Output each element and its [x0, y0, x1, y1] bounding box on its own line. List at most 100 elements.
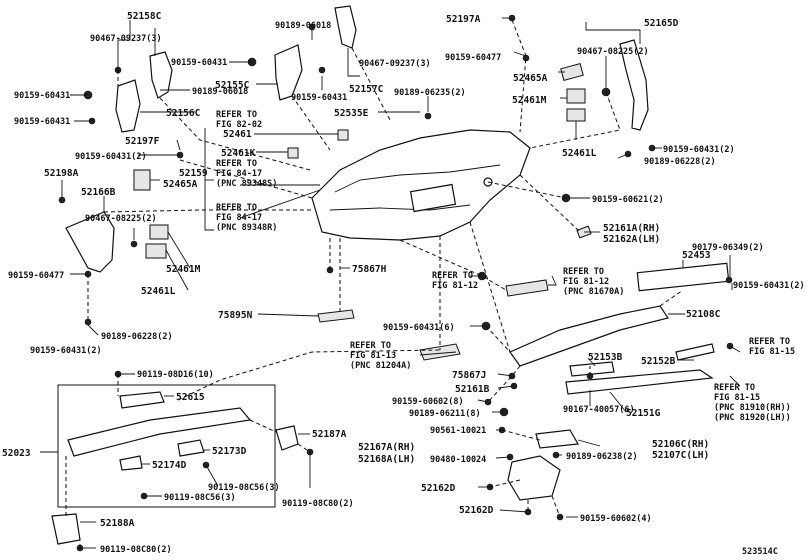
molding-52152B [675, 343, 715, 361]
refer-fig-81-15-a: REFER TO FIG 81-15 [749, 337, 795, 357]
label-90189-06228-a: 90189-06228(2) [644, 157, 716, 167]
label-52453: 52453 [682, 250, 711, 261]
label-52173D: 52173D [212, 446, 247, 457]
label-90189-06018-a: 90189-06018 [275, 21, 331, 31]
refer-line: (PNC 89348S) [216, 179, 277, 189]
label-52465A-b: 52465A [163, 179, 198, 190]
label-52153B: 52153B [588, 352, 623, 363]
pad-52461L [566, 108, 586, 122]
label-52461M-a: 52461M [512, 95, 547, 106]
bracket-52161A [505, 279, 549, 297]
refer-line: FIG 81-15 [714, 393, 760, 403]
label-52157C: 52157C [349, 84, 384, 95]
label-90167-40057: 90167-40057(6) [563, 405, 635, 415]
bracket-52187A [275, 425, 299, 451]
label-52461: 52461 [223, 129, 252, 140]
refer-line: REFER TO [216, 110, 257, 120]
refer-line: FIG 84-17 [216, 169, 262, 179]
label-52461M-b: 52461M [166, 264, 201, 275]
refer-line: REFER TO [563, 267, 604, 277]
label-90467-09237-a: 90467-09237(3) [90, 34, 162, 44]
refer-fig-81-12-a: REFER TO FIG 81-12 [432, 271, 478, 291]
refer-line: FIG 81-13 [350, 351, 396, 361]
label-90159-60431-2b: 90159-60431(2) [75, 152, 147, 162]
label-52166B: 52166B [81, 187, 116, 198]
label-52197A: 52197A [446, 14, 481, 25]
refer-fig-81-12-b: REFER TO FIG 81-12 (PNC 81670A) [563, 267, 624, 297]
label-90119-08C80-a: 90119-08C80(2) [282, 499, 354, 509]
bracket-52158C [149, 51, 173, 99]
label-52165D: 52165D [644, 18, 679, 29]
label-52161B: 52161B [455, 384, 490, 395]
bracket-52615 [119, 391, 165, 409]
label-52188A: 52188A [100, 518, 135, 529]
label-90119-08C56-a: 90119-08C56(3) [208, 483, 280, 493]
reflector-75895N [317, 309, 355, 323]
refer-line: FIG 81-15 [749, 347, 795, 357]
pad-52465A [560, 63, 584, 81]
refer-fig-84-17-a: REFER TO FIG 84-17 (PNC 89348S) [216, 159, 277, 189]
bracket-52173D [177, 439, 205, 457]
label-52198A: 52198A [44, 168, 79, 179]
label-52461L-b: 52461L [141, 286, 176, 297]
label-90480-10024: 90480-10024 [430, 455, 486, 465]
label-90467-08225-b: 90467-08225(2) [85, 214, 157, 224]
refer-line: REFER TO [350, 341, 391, 351]
label-90159-60602-4: 90159-60602(4) [580, 514, 652, 524]
label-90189-06235: 90189-06235(2) [394, 88, 466, 98]
label-90189-06238: 90189-06238(2) [566, 452, 638, 462]
clip-52461K [287, 147, 299, 159]
pad-52461M [566, 88, 586, 104]
label-90561-10021: 90561-10021 [430, 426, 486, 436]
label-52107C-LH: 52107C(LH) [652, 450, 709, 461]
label-52152B: 52152B [641, 356, 676, 367]
label-90159-60431-2d: 90159-60431(2) [733, 281, 805, 291]
label-52535E: 52535E [334, 108, 369, 119]
label-52159: 52159 [179, 168, 208, 179]
label-90159-60431-b: 90159-60431 [14, 91, 70, 101]
label-75867H: 75867H [352, 264, 387, 275]
label-90119-08C80-b: 90119-08C80(2) [100, 545, 172, 555]
bumper-plate-recess [409, 183, 457, 213]
refer-line: REFER TO [749, 337, 790, 347]
label-90189-06018-b: 90189-06018 [192, 87, 248, 97]
label-52187A: 52187A [312, 429, 347, 440]
label-90159-60431-d: 90159-60431 [14, 117, 70, 127]
label-52158C: 52158C [127, 11, 162, 22]
figure-id: 523514C [742, 547, 778, 557]
refer-line: (PNC 81920(LH)) [714, 413, 791, 423]
refer-line: FIG 81-12 [432, 281, 478, 291]
part-labels: 52158C 90467-09237(3) 90189-06018 90159-… [2, 11, 805, 557]
clip-52461 [337, 129, 349, 141]
refer-line: FIG 84-17 [216, 213, 262, 223]
label-52151G: 52151G [626, 408, 661, 419]
label-90189-06228-b: 90189-06228(2) [101, 332, 173, 342]
label-52461K: 52461K [221, 148, 256, 159]
label-90467-08225-a: 90467-08225(2) [577, 47, 649, 57]
leader-lines [40, 17, 741, 549]
label-52174D: 52174D [152, 460, 187, 471]
refer-line: REFER TO [216, 159, 257, 169]
label-52168A-LH: 52168A(LH) [358, 454, 415, 465]
label-90159-60431-6: 90159-60431(6) [383, 323, 455, 333]
label-90119-08C56-b: 90119-08C56(3) [164, 493, 236, 503]
bracket-52174D [119, 455, 143, 471]
bracket-52161B [419, 343, 461, 361]
label-52162D-a: 52162D [421, 483, 456, 494]
license-bracket-52453 [636, 262, 730, 292]
rear-bumper-cover [311, 129, 531, 241]
label-52155C: 52155C [215, 80, 250, 91]
label-90119-08D16: 90119-08D16(10) [137, 370, 214, 380]
label-90467-09237-b: 90467-09237(3) [359, 59, 431, 69]
label-52197F: 52197F [125, 136, 160, 147]
refer-line: REFER TO [432, 271, 473, 281]
refer-line: REFER TO [216, 203, 257, 213]
label-75895N: 75895N [218, 310, 253, 321]
refer-line: (PNC 89348R) [216, 223, 277, 233]
label-90159-60431-2c: 90159-60431(2) [30, 346, 102, 356]
label-52108C: 52108C [686, 309, 721, 320]
refer-line: (PNC 81910(RH)) [714, 403, 791, 413]
label-52162A-LH: 52162A(LH) [603, 234, 660, 245]
